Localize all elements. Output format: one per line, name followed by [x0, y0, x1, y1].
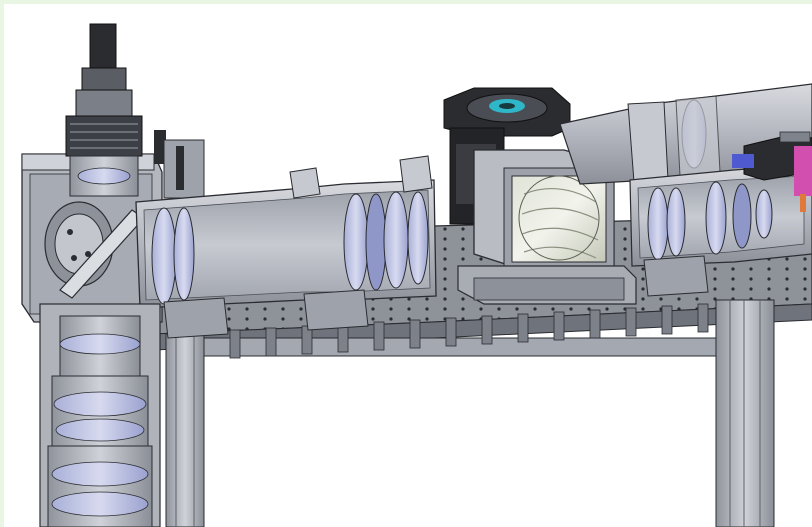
cad-render-canvas [4, 4, 812, 527]
camera-stack [65, 23, 143, 197]
tube-mounts [163, 255, 709, 339]
right-lens-tube [559, 83, 812, 267]
main-lens-tube [135, 155, 437, 309]
support-post-left [165, 333, 205, 527]
lower-lens-tube [39, 303, 161, 527]
cube-mount [457, 149, 637, 305]
detector-assembly [732, 131, 812, 212]
support-post-right [715, 299, 775, 527]
optical-assembly-render [21, 23, 812, 527]
support-rail [173, 303, 735, 361]
